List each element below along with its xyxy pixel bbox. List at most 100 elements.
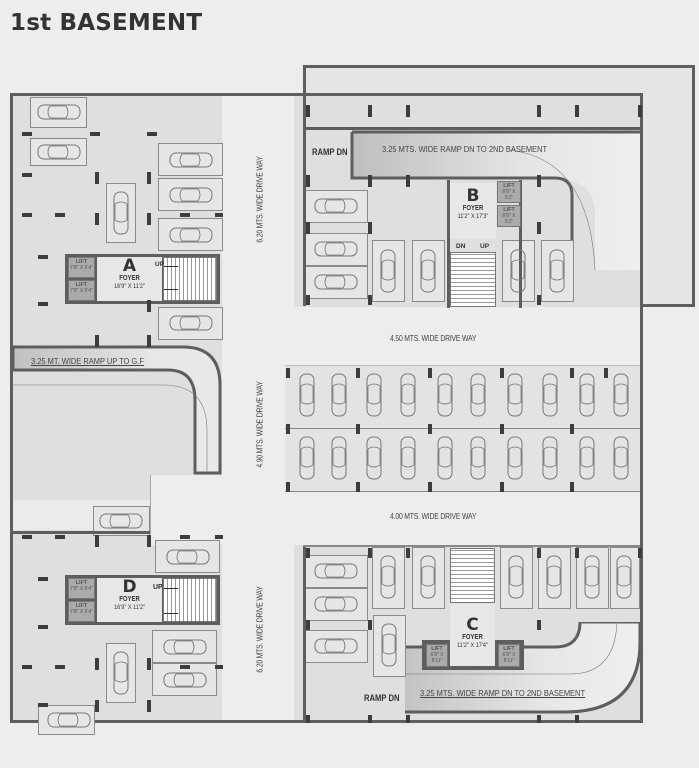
structural-column [500,424,504,434]
car-topview-icon [584,555,600,599]
arrow-icon [164,289,178,290]
central-parking-divider [285,428,640,429]
car-topview-icon [613,436,629,480]
structural-column [306,295,310,305]
car-topview-icon [470,373,486,417]
core-d-staircase[interactable] [163,578,217,622]
structural-column [570,424,574,434]
car-topview-icon [331,373,347,417]
structural-column [22,213,32,217]
west-ramp: 3.25 MT. WIDE RAMP UP TO G.F [13,345,223,475]
car-topview-icon [420,555,436,599]
structural-column [147,213,151,225]
car-topview-icon [169,152,213,168]
structural-column [638,105,642,117]
south-ramp-dn-tag: RAMP DN [364,693,400,703]
structural-column [147,700,151,712]
west-driveway [222,96,294,720]
structural-column [147,535,151,547]
structural-column [537,295,541,305]
core-c-staircase[interactable] [450,548,495,603]
structural-column [215,535,223,539]
car-topview-icon [549,249,565,293]
structural-column [356,482,360,492]
structural-column [95,172,99,184]
structural-column [570,482,574,492]
north-ramp-dn-tag: RAMP DN [312,147,348,157]
structural-column [537,222,541,234]
structural-column [22,173,32,177]
core-b-foyer: B FOYER 11'2" X 17'3" [450,183,496,239]
car-topview-icon [113,651,129,695]
core-b-foyer-label: FOYER [462,205,484,212]
car-topview-icon [616,555,632,599]
structural-column [180,535,190,539]
structural-column [406,548,410,558]
car-topview-icon [510,249,526,293]
north-driveway [222,307,640,365]
core-c-letter: C [466,615,479,635]
wall [303,545,640,547]
structural-column [38,302,48,306]
parking-slot [500,547,533,609]
core-b-staircase[interactable] [450,252,496,307]
car-topview-icon [507,373,523,417]
parking-slot [106,183,136,243]
parking-slot [538,547,571,609]
car-topview-icon [314,274,358,290]
car-topview-icon [314,241,358,257]
structural-column [306,620,310,630]
structural-column [306,175,310,187]
core-d-stair-label: UP [153,584,163,591]
structural-column [147,335,151,347]
structural-column [306,548,310,558]
structural-column [368,548,372,558]
car-topview-icon [169,315,213,331]
structural-column [500,482,504,492]
arrow-icon [164,588,178,589]
structural-column [306,105,310,117]
car-topview-icon [437,436,453,480]
car-topview-icon [380,249,396,293]
structural-column [575,105,579,117]
parking-slot [30,97,87,128]
car-topview-icon [163,639,207,655]
core-a-foyer-label: FOYER [119,275,140,282]
structural-column [55,535,65,539]
car-topview-icon [314,198,358,214]
car-topview-icon [366,373,382,417]
north-ramp: 3.25 MTS. WIDE RAMP DN TO 2ND BASEMENT [350,130,640,270]
structural-column [537,105,541,117]
wall [303,545,306,720]
car-topview-icon [542,373,558,417]
car-topview-icon [579,373,595,417]
driveway-label-west-top: 6.20 MTS. WIDE DRIVE WAY [255,156,265,243]
structural-column [55,665,65,669]
core-a-staircase[interactable] [163,257,217,301]
car-topview-icon [579,436,595,480]
south-ramp-label: 3.25 MTS. WIDE RAMP DN TO 2ND BASEMENT [420,688,586,698]
structural-column [286,368,290,378]
car-topview-icon [470,436,486,480]
car-topview-icon [542,436,558,480]
structural-column [215,665,223,669]
car-topview-icon [37,144,81,160]
structural-column [575,715,579,723]
structural-column [428,424,432,434]
driveway-label-south: 4.00 MTS. WIDE DRIVE WAY [390,512,477,521]
core-b-stair-dn-label: DN [456,243,466,250]
car-topview-icon [169,227,213,243]
car-topview-icon [47,712,91,728]
car-topview-icon [400,436,416,480]
structural-column [500,368,504,378]
car-topview-icon [613,373,629,417]
structural-column [147,172,151,184]
structural-column [306,715,310,723]
car-topview-icon [299,373,315,417]
